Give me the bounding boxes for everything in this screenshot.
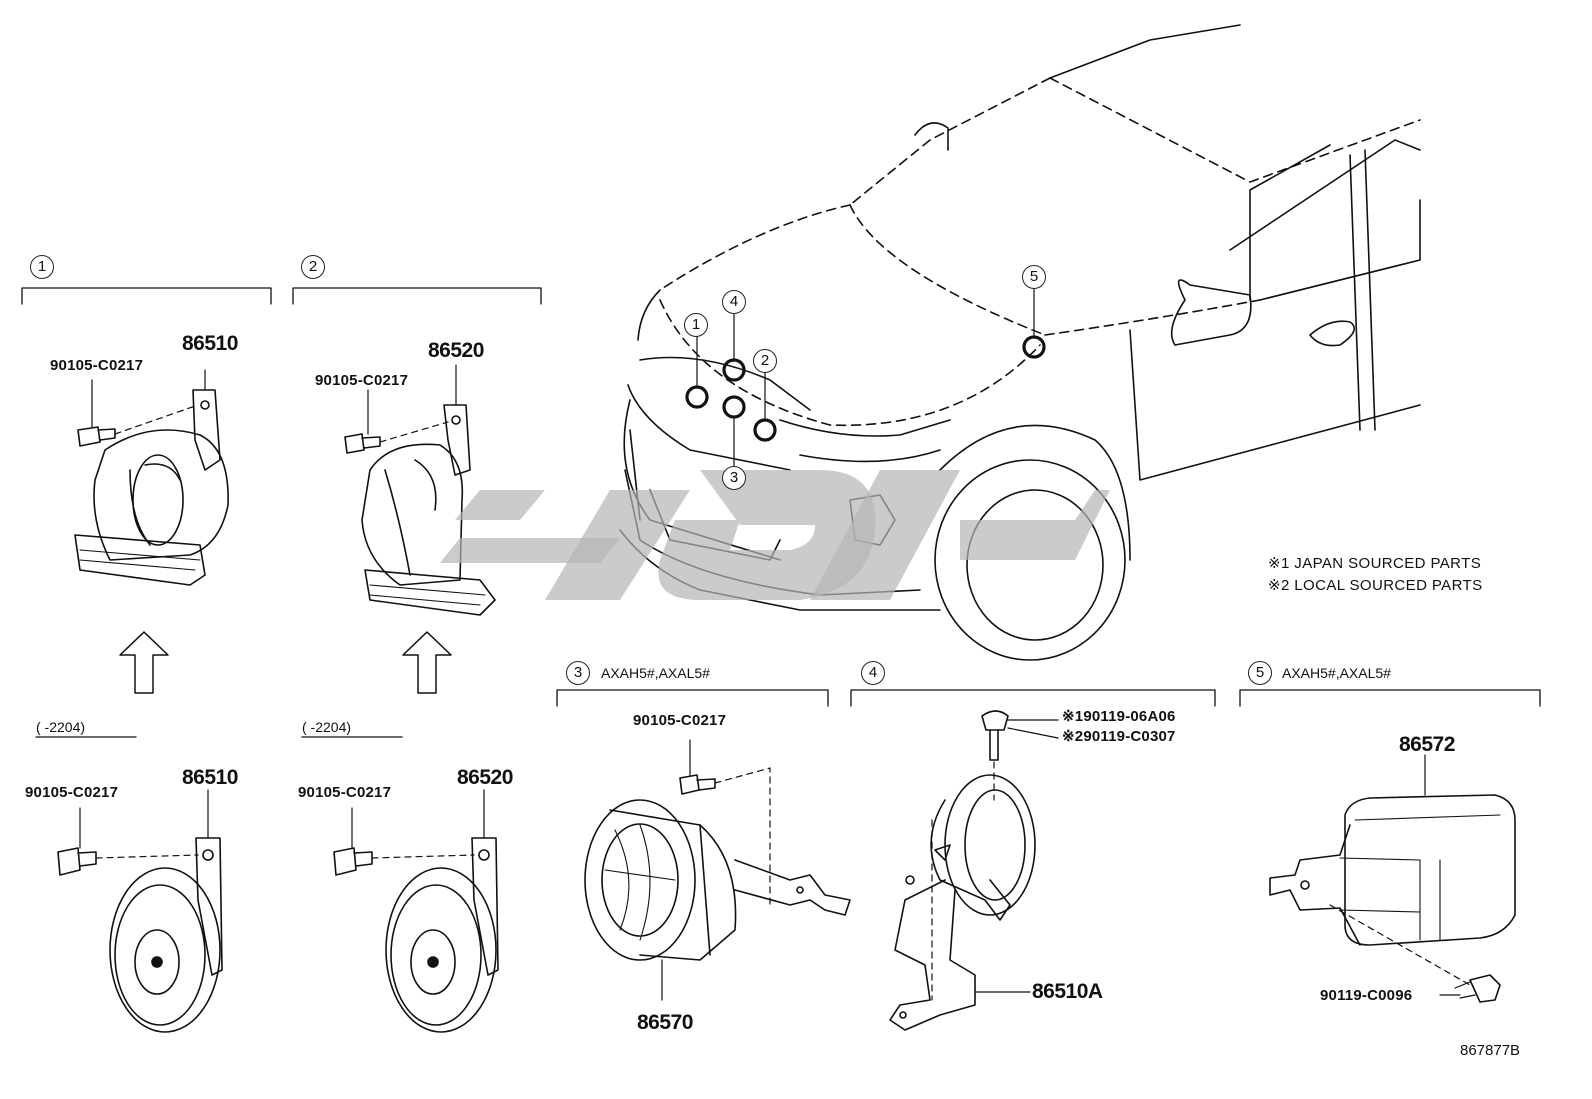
note-japan-sourced: ※1 JAPAN SOURCED PARTS (1268, 556, 1481, 571)
section-5-qualifier: AXAH5#,AXAL5# (1282, 665, 1391, 681)
car-callout-5: 5 (1022, 265, 1046, 289)
note-mark-1: ※1 (1062, 708, 1084, 725)
s3-part-number: 86570 (637, 1011, 693, 1034)
s1-bottom-bolt-part-number: 90105-C0217 (25, 784, 119, 801)
s4-part (889, 710, 1059, 1031)
s3-bolt-part-number: 90105-C0217 (633, 712, 727, 729)
s2-production-range: ( -2204) (302, 719, 352, 735)
s5-bolt-part-number: 90119-C0096 (1320, 987, 1413, 1004)
s5-part (1269, 754, 1516, 1003)
s3-part (584, 739, 851, 1001)
s4-bolt-local-part-number: ※290119-C0307 (1062, 729, 1176, 744)
section-1-badge: 1 (30, 255, 54, 279)
car-callout-3: 3 (722, 466, 746, 490)
section-2-badge: 2 (301, 255, 325, 279)
s1-top-horn-part-number: 86510 (182, 332, 238, 355)
s4-bolt-japan-number: 90119-06A06 (1083, 708, 1176, 725)
section-5-badge: 5 (1248, 661, 1272, 685)
car-callout-1: 1 (684, 313, 708, 337)
s2-top-bolt-part-number: 90105-C0217 (315, 372, 409, 389)
s4-bolt-local-number: 90119-C0307 (1083, 728, 1176, 745)
s1-top-bolt-part-number: 90105-C0217 (50, 357, 144, 374)
s1-production-range: ( -2204) (36, 719, 86, 735)
s1-bottom-horn (57, 789, 223, 1033)
s2-top-horn (344, 364, 496, 694)
note-1-text: JAPAN SOURCED PARTS (1294, 555, 1482, 572)
note-2-text: LOCAL SOURCED PARTS (1294, 577, 1483, 594)
section-3-badge: 3 (566, 661, 590, 685)
car-callout-4: 4 (722, 290, 746, 314)
diagram-reference-number: 867877B (1460, 1042, 1521, 1059)
note-mark-2: ※2 (1062, 728, 1084, 745)
section-4-badge: 4 (861, 661, 885, 685)
note-2-mark: ※2 (1268, 577, 1290, 594)
s1-top-horn (74, 369, 229, 694)
s2-bottom-horn (333, 789, 499, 1033)
s1-bottom-horn-part-number: 86510 (182, 766, 238, 789)
watermark-logo (440, 470, 1110, 600)
s4-bolt-japan-part-number: ※190119-06A06 (1062, 709, 1176, 724)
note-local-sourced: ※2 LOCAL SOURCED PARTS (1268, 578, 1483, 593)
car-callout-2: 2 (753, 349, 777, 373)
note-1-mark: ※1 (1268, 555, 1290, 572)
s4-part-number: 86510A (1032, 980, 1103, 1003)
s2-bottom-horn-part-number: 86520 (457, 766, 513, 789)
section-3-qualifier: AXAH5#,AXAL5# (601, 665, 710, 681)
s2-bottom-bolt-part-number: 90105-C0217 (298, 784, 392, 801)
s2-top-horn-part-number: 86520 (428, 339, 484, 362)
s5-part-number: 86572 (1399, 733, 1455, 756)
